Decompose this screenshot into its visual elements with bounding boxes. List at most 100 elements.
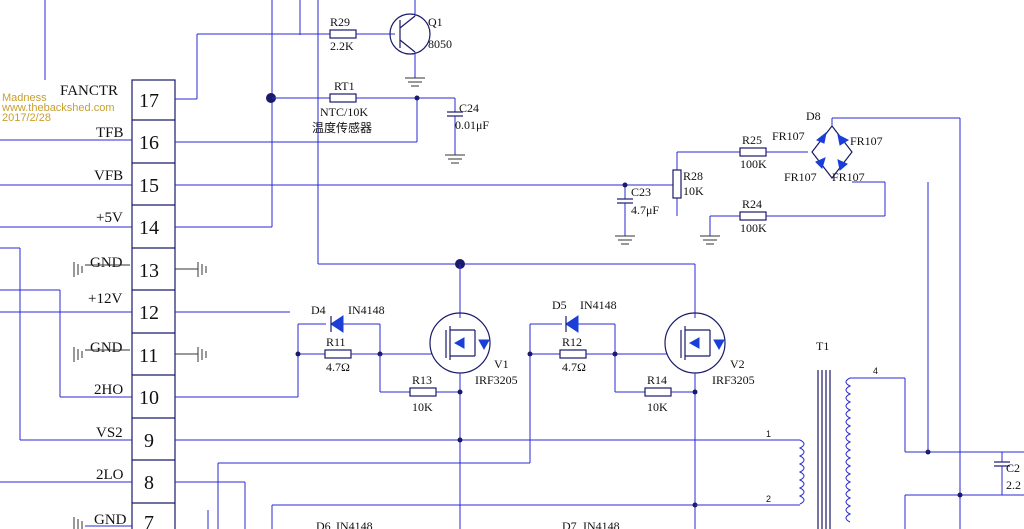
- r28-value: 10K: [683, 184, 704, 198]
- bridge-diode-label: FR107: [832, 170, 865, 184]
- v1-value: IRF3205: [475, 373, 518, 387]
- r29-resistor: [329, 29, 357, 39]
- r29-ref: R29: [330, 15, 350, 29]
- pin-number: 8: [144, 472, 154, 494]
- pin-number: 12: [139, 302, 159, 324]
- t1-pin-label: 2: [766, 494, 771, 504]
- q1-transistor: [389, 13, 431, 55]
- t1-primary-winding: [798, 439, 805, 505]
- pin-number: 14: [139, 217, 159, 239]
- c23-value: 4.7μF: [631, 203, 659, 217]
- r25-value: 100K: [740, 157, 767, 171]
- pin-number: 11: [139, 345, 158, 367]
- pin-number: 13: [139, 260, 159, 282]
- watermark-line1: Madness: [2, 92, 47, 104]
- voltage-feedback-section: C23 4.7μF R28 10K R25 100K R24 100K D8 F…: [615, 109, 961, 529]
- d6-ref: D6: [316, 519, 331, 529]
- r13-ref: R13: [412, 373, 432, 387]
- pin-label-2ho: 2HO: [94, 382, 123, 398]
- d8-bridge: [811, 125, 853, 179]
- bridge-diode-label: FR107: [784, 170, 817, 184]
- pin-label-5v: +5V: [96, 210, 123, 226]
- r14-ref: R14: [647, 373, 667, 387]
- r12-ref: R12: [562, 335, 582, 349]
- r13-value: 10K: [412, 400, 433, 414]
- rt1-ref: RT1: [334, 79, 355, 93]
- v2-ref: V2: [730, 357, 745, 371]
- t1-pin-label: 4: [873, 366, 878, 376]
- r11-ref: R11: [326, 335, 346, 349]
- pin-label-fanctr: FANCTR: [60, 83, 118, 99]
- rt1-note: 温度传感器: [312, 120, 372, 135]
- r11-value: 4.7Ω: [326, 360, 350, 374]
- r24-value: 100K: [740, 221, 767, 235]
- v1-ref: V1: [494, 357, 509, 371]
- pin-number: 17: [139, 90, 159, 112]
- pin-label-gnd: GND: [90, 340, 123, 356]
- d7-ref: D7: [562, 519, 577, 529]
- c2x-ref: C2: [1006, 461, 1020, 475]
- r24-ref: R24: [742, 197, 762, 211]
- r25-resistor: [739, 147, 767, 157]
- r28-ref: R28: [683, 169, 703, 183]
- d4-value: IN4148: [348, 303, 385, 317]
- pin-label-gnd: GND: [90, 255, 123, 271]
- fan-control-section: R29 2.2K Q1 8050 RT1 NTC/10K 温度传感器 C24 0…: [266, 0, 489, 164]
- d5-ref: D5: [552, 298, 567, 312]
- t1-pin-label: 1: [766, 429, 771, 439]
- bridge-diode-label: FR107: [850, 134, 883, 148]
- connector-body: [131, 79, 176, 529]
- r24-resistor: [739, 211, 767, 221]
- pin-label-vfb: VFB: [94, 168, 123, 184]
- v1-body-diode: [478, 339, 490, 351]
- r12-value: 4.7Ω: [562, 360, 586, 374]
- c2x-value: 2.2: [1006, 478, 1021, 492]
- d5-value: IN4148: [580, 298, 617, 312]
- pin-number: 16: [139, 132, 159, 154]
- r11-resistor: [324, 349, 352, 359]
- d8-ref: D8: [806, 109, 821, 123]
- connector-left-wires: [0, 0, 132, 529]
- r25-ref: R25: [742, 133, 762, 147]
- rt1-thermistor: [329, 93, 357, 103]
- pin-label-vs2: VS2: [96, 425, 123, 441]
- c23-ref: C23: [631, 185, 651, 199]
- t1-secondary-winding: [845, 377, 852, 523]
- r28-potentiometer: [672, 169, 682, 199]
- q1-ref: Q1: [428, 15, 443, 29]
- d4-diode: [330, 315, 344, 333]
- pin-label-gnd: GND: [94, 512, 127, 528]
- connector: 17 16 15 14 13 12 11 10 9 8 7 FANCTR TFB…: [60, 79, 176, 529]
- watermark: Madness www.thebackshed.com 2017/2/28: [1, 92, 115, 124]
- bridge-diode: [815, 157, 826, 169]
- bridge-diode: [837, 159, 848, 171]
- d5-diode: [565, 315, 579, 333]
- pin-number: 7: [144, 512, 154, 529]
- pin-label-tfb: TFB: [96, 125, 124, 141]
- bridge-diode: [837, 134, 850, 146]
- pin-number: 15: [139, 175, 159, 197]
- c24-ref: C24: [459, 101, 479, 115]
- mosfet-driver-section: D4 IN4148 R11 4.7Ω R13 10K V1 IRF3205: [295, 0, 755, 529]
- pin-label-12v: +12V: [88, 291, 122, 307]
- q1-value: 8050: [428, 37, 452, 51]
- r14-value: 10K: [647, 400, 668, 414]
- c24-value: 0.01μF: [455, 118, 489, 132]
- bridge-diode-label: FR107: [772, 129, 805, 143]
- pin-number: 9: [144, 430, 154, 452]
- r29-value: 2.2K: [330, 39, 354, 53]
- d4-ref: D4: [311, 303, 326, 317]
- watermark-line2: www.thebackshed.com: [1, 102, 115, 114]
- pin-label-2lo: 2LO: [96, 467, 124, 483]
- r14-resistor: [644, 387, 672, 397]
- bridge-diode: [816, 131, 827, 144]
- d6-value: IN4148: [336, 519, 373, 529]
- watermark-line3: 2017/2/28: [2, 112, 51, 124]
- r13-resistor: [409, 387, 437, 397]
- connector-right-wires: [175, 0, 800, 529]
- pin-number: 10: [139, 387, 159, 409]
- v2-body-diode: [713, 339, 725, 351]
- transformer-section: T1 4 1 2 C2 2.2: [695, 182, 1024, 529]
- v2-value: IRF3205: [712, 373, 755, 387]
